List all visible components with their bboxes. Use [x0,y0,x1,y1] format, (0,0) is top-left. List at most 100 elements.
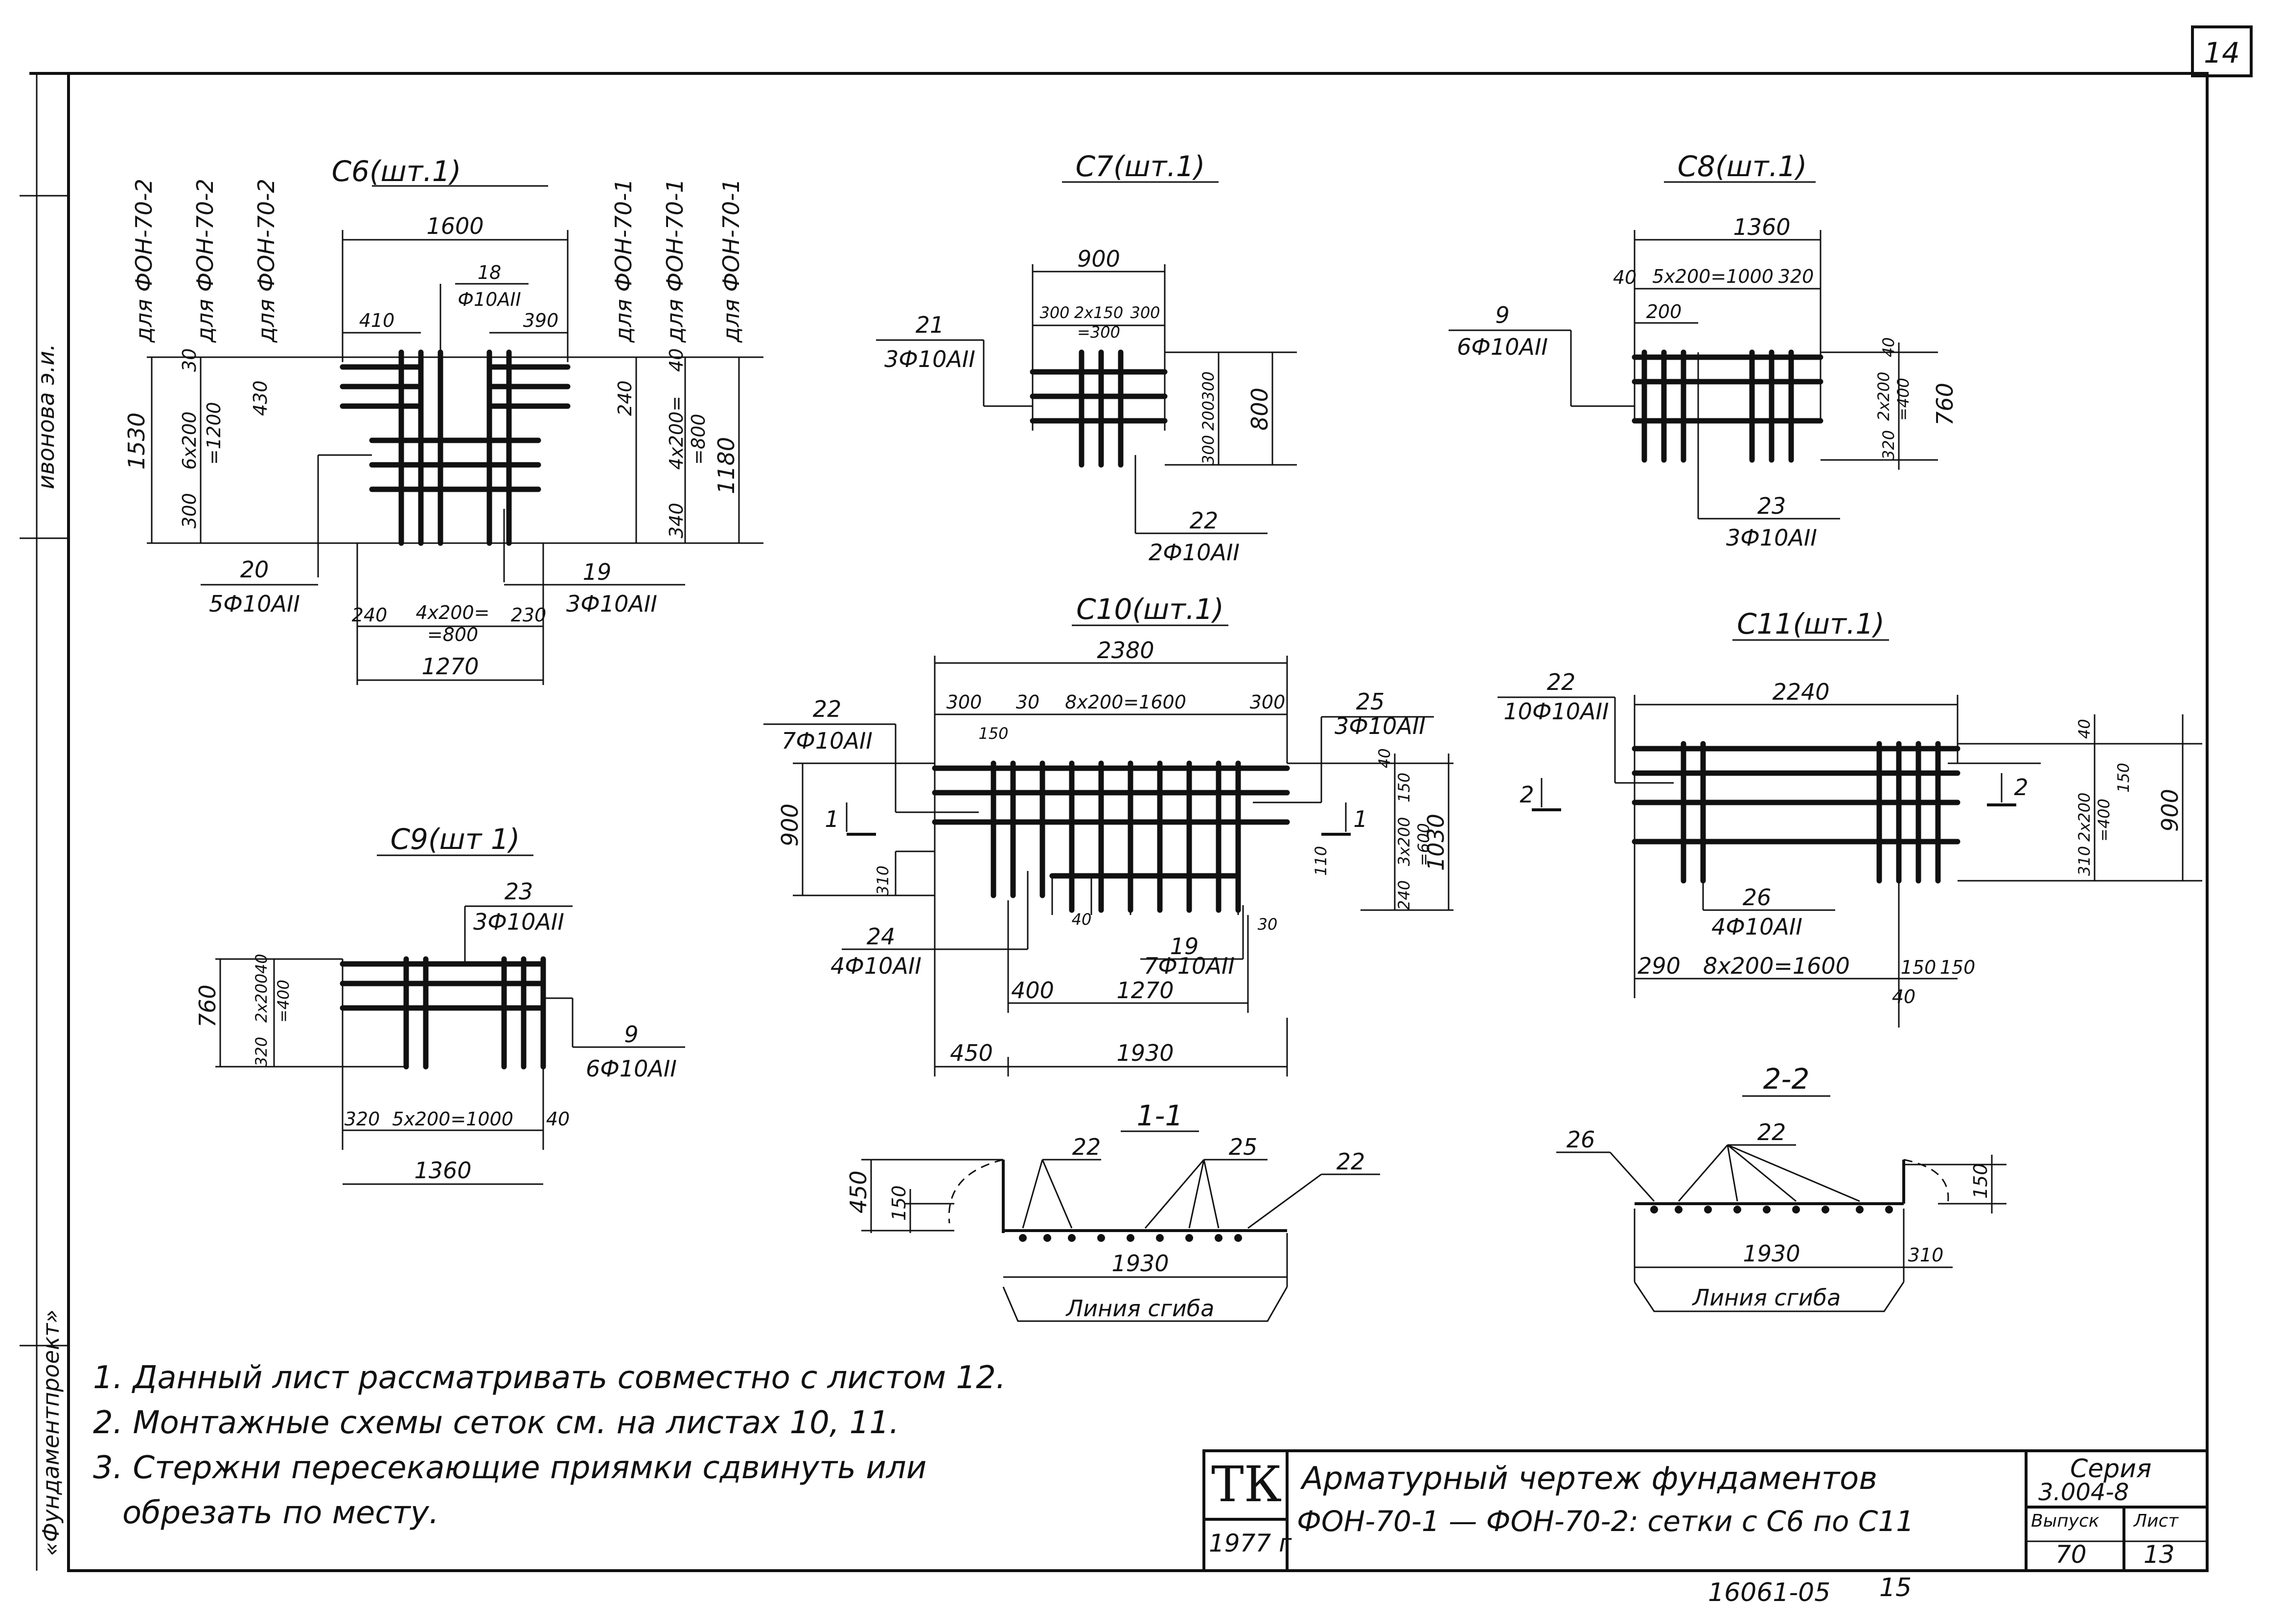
c6-note-1: для ФОН-70-2 [131,179,157,343]
c7-title: С7(шт.1) [1076,150,1205,183]
c6-dim-40: 40 [666,348,687,372]
c10-dim-30b: 30 [1258,915,1278,934]
c10-title: С10(шт.1) [1076,593,1224,626]
c7-pos22: 22 [1190,507,1219,534]
c10-dim-r40: 40 [1375,748,1394,768]
c9-dim-40: 40 [252,954,271,974]
sec11-label-22a: 22 [1072,1134,1101,1160]
c7-dim-900: 900 [1077,246,1120,272]
sec22-dim-310: 310 [1908,1244,1944,1266]
c6-note-5: для ФОН-70-1 [662,179,688,343]
c8-dim-r320: 320 [1879,430,1898,460]
c6-dim-240: 240 [614,380,636,416]
c10-dim-r3x200: 3х200 [1395,817,1413,866]
c10-dim-240: 240 [1395,880,1413,910]
c10-dim-110: 110 [1312,846,1330,876]
c11-dim-r150: 150 [2114,763,2133,793]
c9-title: С9(шт 1) [391,823,520,856]
c8-dim-760: 760 [1932,383,1958,426]
c7-dim-300b: 300 [1130,303,1160,322]
c10-dim-900: 900 [777,803,803,846]
c10-dim-r150: 150 [1395,773,1413,802]
title-block-logo: ТК [1211,1456,1282,1513]
c10-dim-310: 310 [874,866,892,895]
c11-pos22-spec: 10Ф10АII [1503,698,1609,725]
sheet-value: 13 [2144,1540,2175,1569]
c8-pos23-spec: 3Ф10АII [1726,525,1817,551]
c8-dim-40: 40 [1613,267,1637,288]
sec11-label-25: 25 [1229,1134,1258,1160]
c6-dim-800b: =800 [427,624,478,645]
c10-dim-r600: =600 [1414,823,1433,866]
mesh-c8: С8(шт.1) 1360 40 5х200=1000 320 200 9 6Ф… [1449,150,1958,551]
c10-section-left: 1 [825,806,839,832]
c6-dim-4x200b: 4х200= [415,602,489,623]
c6-note-6: для ФОН-70-1 [718,179,744,343]
sec22-title: 2-2 [1763,1062,1810,1096]
c9-dim-2x200: 2х200 [252,974,271,1023]
c8-dim-1360: 1360 [1733,214,1790,240]
c6-note-4: для ФОН-70-1 [610,179,637,343]
sec11-dim-450: 450 [845,1170,872,1213]
c6-dim-300: 300 [179,493,200,528]
sec11-title: 1-1 [1137,1099,1183,1132]
c11-dim-40b: 40 [1892,986,1915,1007]
c6-pos20: 20 [240,556,269,583]
c6-dim-1530: 1530 [123,412,150,470]
sec11-dim-150: 150 [888,1185,910,1221]
c7-dim-r200: 200 [1199,401,1218,431]
c11-dim-8x200: 8х200=1600 [1703,953,1850,979]
c6-pos19-spec: 3Ф10АII [566,591,657,617]
c6-pos20-spec: 5Ф10АII [209,591,300,617]
c8-title: С8(шт.1) [1678,150,1807,183]
c6-dim-390: 390 [523,310,559,331]
series-label: Серия [2070,1454,2152,1484]
c10-dim-150: 150 [978,724,1008,743]
c10-pos25-spec: 3Ф10АII [1335,713,1426,739]
issue-label: Выпуск [2031,1511,2099,1531]
c11-pos26: 26 [1743,884,1772,911]
title-line-1: Арматурный чертеж фундаментов [1302,1461,1878,1497]
sec11-dim-1930: 1930 [1111,1250,1169,1277]
c11-pos26-spec: 4Ф10АII [1711,914,1802,940]
c10-dim-30: 30 [1016,691,1039,713]
c10-dim-2380: 2380 [1097,637,1154,663]
c10-pos24: 24 [867,923,896,950]
sec22-dim-1930: 1930 [1743,1240,1800,1267]
c9-dim-40b: 40 [546,1108,570,1130]
c9-pos9-spec: 6Ф10АII [586,1055,677,1082]
c7-pos21-spec: 3Ф10АII [884,346,975,372]
c11-dim-150b: 150 [1940,957,1976,978]
c6-dim-1600: 1600 [426,213,484,239]
c9-pos23: 23 [505,878,533,905]
title-line-2: ФОН-70-1 — ФОН-70-2: сетки с С6 по С11 [1297,1505,1914,1538]
c8-dim-r2x200: 2х200 [1874,372,1893,421]
c6-dim-30: 30 [179,348,200,372]
c11-dim-290: 290 [1637,953,1681,979]
c7-dim-r300a: 300 [1199,371,1218,401]
c11-section-left: 2 [1520,781,1534,808]
c6-note-2: для ФОН-70-2 [192,179,218,343]
issue-value: 70 [2055,1540,2087,1569]
footer-page: 15 [1879,1573,1912,1602]
c7-pos21: 21 [916,312,945,338]
c10-pos19-spec: 7Ф10АII [1144,953,1235,979]
c10-pos22-spec: 7Ф10АII [782,728,873,754]
c6-dim-340: 340 [666,503,687,538]
sec11-bar-dots [1019,1234,1242,1242]
side-label-bottom: «Фундаментпроект» [38,1309,64,1556]
c10-pos25: 25 [1356,688,1385,715]
c9-dim-1360: 1360 [414,1157,471,1184]
c10-pos24-spec: 4Ф10АII [830,953,922,979]
c10-dim-1270: 1270 [1116,977,1174,1004]
c6-dim-410: 410 [359,310,395,331]
section-1-1: 1-1 450 150 22 25 22 [845,1099,1380,1322]
sheet-number: 14 [2204,36,2240,69]
sheet-label: Лист [2134,1511,2179,1531]
c9-pos9: 9 [624,1021,638,1048]
c11-dim-900: 900 [2157,789,2183,832]
mesh-c11: С11(шт.1) 2240 22 10Ф10АII 2 2 40 150 [1498,607,2202,1028]
c11-dim-r2x200: 2х200 [2075,793,2094,842]
c10-dim-40mid: 40 [1072,910,1092,929]
